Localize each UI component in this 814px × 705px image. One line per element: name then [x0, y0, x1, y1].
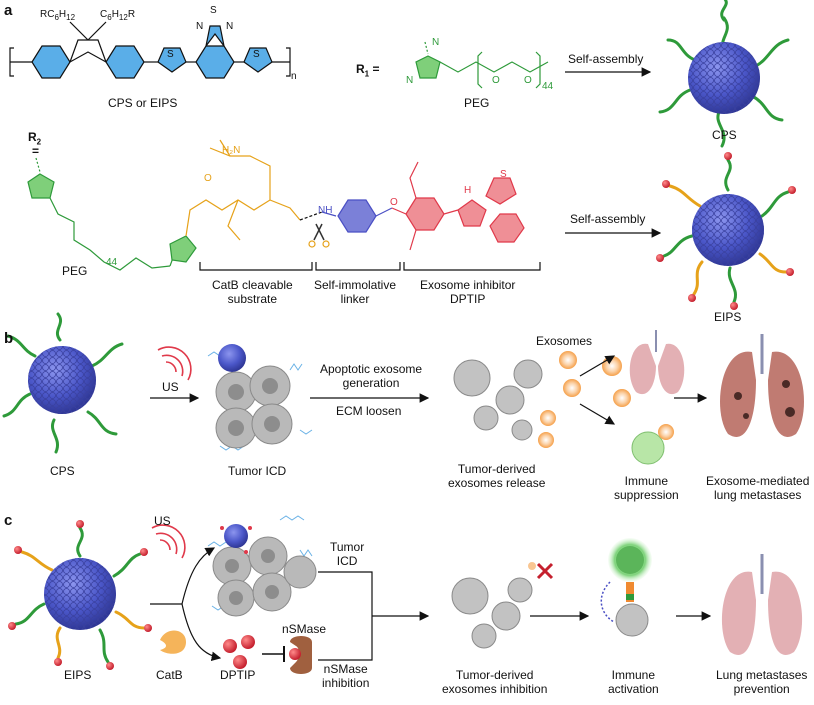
arrow-down-c	[181, 603, 222, 662]
us-label-c: US	[154, 514, 171, 528]
r1-atom-o-2: O	[524, 75, 532, 86]
catb-enzyme	[160, 630, 186, 654]
atom-s-inhibitor: S	[500, 169, 507, 180]
polymer-name-label: CPS or EIPS	[108, 96, 178, 110]
r2-eq: =	[32, 144, 40, 158]
tumor-debris-c	[451, 562, 554, 649]
dptip-label-c: DPTIP	[220, 668, 256, 682]
tumor-cells-b	[207, 344, 313, 451]
lung-small-b	[629, 330, 685, 395]
tumor-icd-label-b: Tumor ICD	[228, 464, 287, 478]
r1-atom-n-bottom: N	[406, 75, 414, 86]
atom-o-inhibitor: O	[390, 197, 398, 208]
eips-label-a: EIPS	[714, 310, 742, 324]
atom-h-imidazole: H	[464, 185, 472, 196]
ultrasound-waves-b	[157, 346, 192, 381]
tumor-debris-b	[453, 351, 631, 448]
atom-n-btd-left: N	[196, 21, 204, 32]
r1-peg-structure	[415, 41, 549, 89]
nsmase-inhibition	[262, 636, 312, 674]
immune-cell-b	[631, 424, 674, 465]
r2-peg-sub: 44	[106, 257, 118, 268]
r1-peg-sub: 44	[542, 81, 554, 92]
self-assembly-label-bottom: Self-assembly	[570, 212, 646, 226]
panel-label-c: c	[4, 512, 13, 529]
cps-label-b: CPS	[50, 464, 75, 478]
exosomes-label: Exosomes	[536, 334, 593, 348]
ultrasound-waves-c	[151, 524, 186, 559]
atom-n-btd-right: N	[226, 21, 234, 32]
r2-peg-label: PEG	[62, 264, 88, 278]
r2-linker-structure	[27, 139, 541, 271]
us-label-b: US	[162, 380, 179, 394]
r1-peg-label: PEG	[464, 96, 490, 110]
r1-label: R1 =	[356, 62, 380, 79]
nsmase-label-c: nSMase	[282, 622, 327, 636]
lung-healthy-c	[721, 554, 803, 655]
eips-nanoparticle-c	[8, 520, 152, 670]
sidechain-right-label: C6H12R	[100, 9, 136, 22]
panel-label-a: a	[4, 2, 13, 19]
sidechain-left-label: RC6H12	[40, 9, 76, 22]
atom-s-thiophene-1: S	[167, 49, 174, 60]
cps-label-a: CPS	[712, 128, 737, 142]
lung-metastasis-b	[720, 334, 804, 437]
atom-h2n: H₂N	[222, 145, 241, 156]
ecm-loosen-label: ECM loosen	[336, 404, 402, 418]
merge-bracket-c	[318, 571, 373, 661]
repeat-n-label: n	[291, 71, 297, 82]
r1-atom-o-1: O	[492, 75, 500, 86]
tumor-cells-c	[207, 515, 317, 617]
arrow-up-c	[181, 547, 216, 605]
arrow-to-immune-b	[579, 403, 616, 425]
cps-nanoparticle-b	[2, 312, 124, 454]
catb-label-c: CatB	[156, 668, 183, 682]
atom-nh-linker: NH	[318, 205, 333, 216]
dptip-molecules	[223, 635, 255, 669]
immune-activation-c	[600, 538, 652, 637]
r2-label: R2	[28, 130, 42, 147]
r1-atom-n-top: N	[432, 37, 440, 48]
polymer-backbone	[9, 21, 291, 79]
arrow-to-lung-b	[579, 355, 616, 377]
atom-o-urea: O	[204, 173, 212, 184]
atom-s-thiophene-2: S	[253, 49, 260, 60]
cps-nanoparticle-a	[658, 0, 790, 148]
self-assembly-label-top: Self-assembly	[568, 52, 644, 66]
panel-label-b: b	[4, 330, 14, 347]
eips-nanoparticle-a	[656, 152, 796, 310]
eips-label-c: EIPS	[64, 668, 92, 682]
atom-s-btd: S	[210, 5, 217, 16]
